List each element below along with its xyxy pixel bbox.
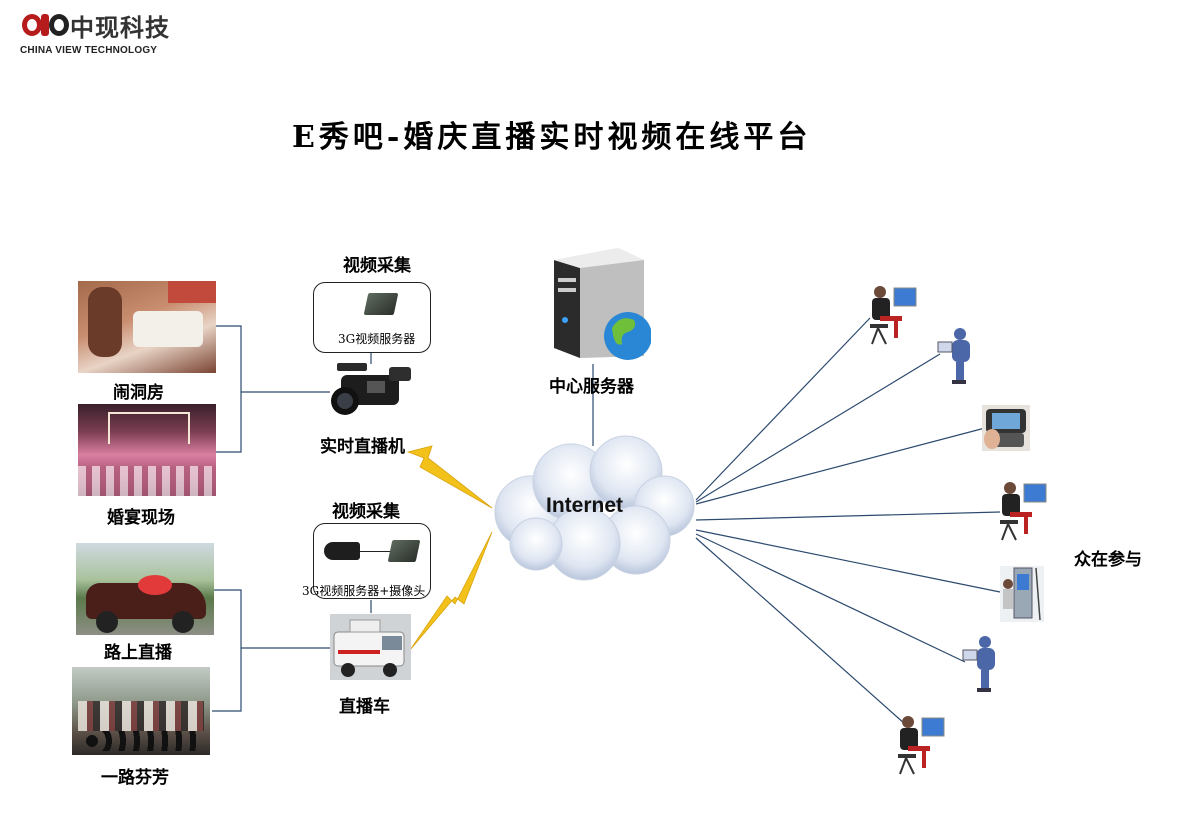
device-label-bottom: 3G视频服务器+摄像头 xyxy=(302,584,426,598)
device-label-top: 3G视频服务器 xyxy=(338,332,416,346)
lightning-bolt-top xyxy=(406,445,493,509)
laptop-user-icon xyxy=(961,634,1001,694)
broadcast-van-label: 直播车 xyxy=(339,697,390,717)
wedding-car-photo xyxy=(76,543,214,635)
3g-server-device-icon xyxy=(363,293,399,315)
scene-label-bridal-room: 闹洞房 xyxy=(113,383,164,403)
desktop-user-icon xyxy=(996,480,1052,544)
procession-photo xyxy=(72,667,210,755)
logo-text: 中现科技 xyxy=(70,13,170,42)
page-title: E秀吧-婚庆直播实时视频在线平台 xyxy=(292,120,812,155)
capture-box-top: 3G视频服务器 xyxy=(313,282,431,353)
3g-server-device-icon xyxy=(387,540,421,562)
server-icon xyxy=(546,240,651,364)
internet-cloud-icon: Internet xyxy=(486,432,696,582)
bridal-room-photo xyxy=(78,281,216,373)
kiosk-user-icon xyxy=(1000,566,1044,622)
laptop-user-icon xyxy=(936,326,976,386)
capture-box-bottom xyxy=(313,523,431,599)
scene-label-procession: 一路芬芳 xyxy=(101,768,169,788)
scene-label-road-live: 路上直播 xyxy=(104,643,172,663)
banquet-photo xyxy=(78,404,216,496)
logo-subtitle: CHINA VIEW TECHNOLOGY xyxy=(20,45,158,56)
mobile-phone-icon xyxy=(982,405,1030,451)
live-camera-label: 实时直播机 xyxy=(320,437,405,457)
desktop-user-icon xyxy=(894,714,950,778)
internet-label: Internet xyxy=(546,494,624,517)
logo-mark xyxy=(22,14,69,36)
company-logo xyxy=(20,8,70,44)
audience-label: 众在参与 xyxy=(1074,550,1142,570)
broadcast-van-icon xyxy=(330,614,411,680)
lightning-bolt-bottom xyxy=(409,531,493,651)
camera-icon xyxy=(324,542,360,560)
camcorder-icon xyxy=(327,361,415,419)
desktop-user-icon xyxy=(866,284,922,348)
capture-heading-top: 视频采集 xyxy=(343,256,411,276)
capture-heading-bottom: 视频采集 xyxy=(332,502,400,522)
server-label: 中心服务器 xyxy=(549,377,634,397)
scene-label-banquet: 婚宴现场 xyxy=(107,508,175,528)
